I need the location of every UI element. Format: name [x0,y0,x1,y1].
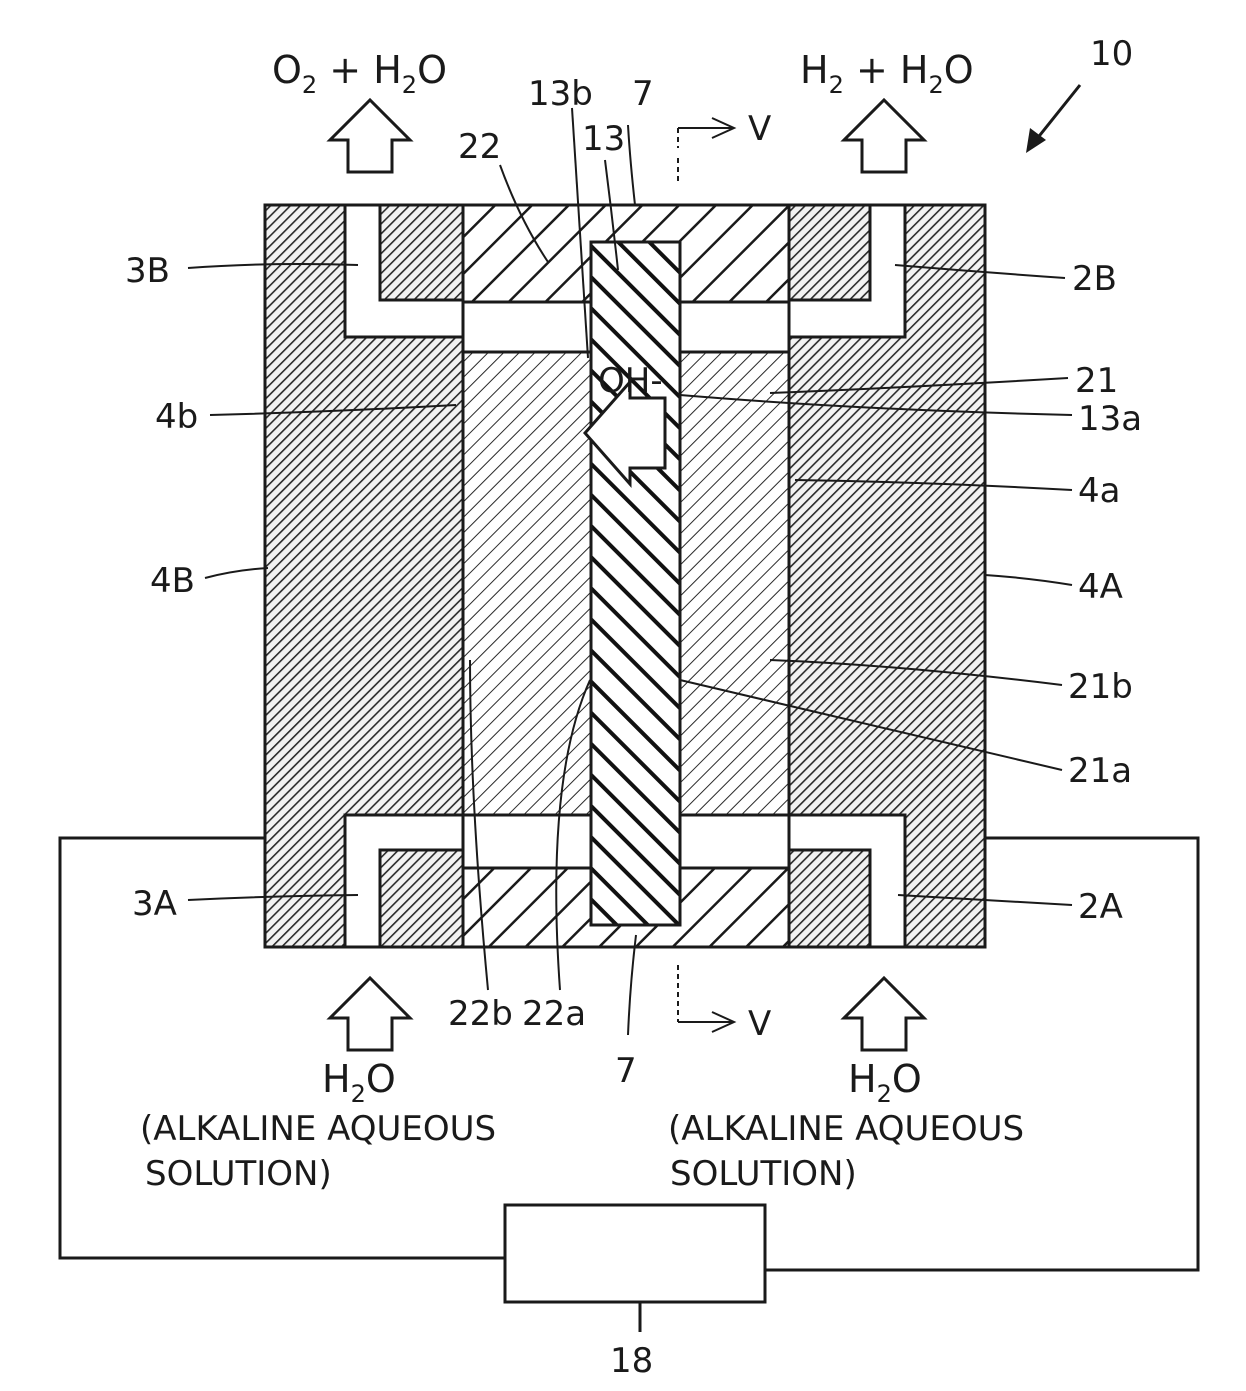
ion-label: OH- [598,361,663,401]
label-7-bottom: 7 [615,1051,637,1091]
label-2B: 2B [1072,259,1117,299]
label-13b: 13b [528,74,593,114]
inlet-left-line2: SOLUTION) [145,1154,332,1194]
label-22: 22 [458,127,501,167]
label-4a: 4a [1078,471,1120,511]
power-supply-box [505,1205,765,1302]
space-top-right [680,302,789,352]
outlet-arrow-left [330,100,410,172]
inlet-right-formula: H2O [848,1057,922,1108]
space-bottom-left [463,815,591,868]
separator-plate-4B [265,205,463,947]
label-7-top: 7 [632,74,654,114]
label-3A: 3A [132,884,177,924]
label-22a: 22a [522,994,586,1034]
label-22b: 22b [448,994,513,1034]
space-top-left [463,302,591,352]
inlet-right-line2: SOLUTION) [670,1154,857,1194]
label-3B: 3B [125,251,170,291]
section-line-top [678,118,734,185]
inlet-left-formula: H2O [322,1057,396,1108]
label-21b: 21b [1068,667,1133,707]
label-4B: 4B [150,561,195,601]
label-13: 13 [582,119,625,159]
membrane-13 [591,242,680,925]
separator-plate-4A [789,205,985,947]
label-2A: 2A [1078,887,1123,927]
section-marker-top: V [748,109,771,149]
label-10: 10 [1090,34,1133,74]
label-13a: 13a [1078,399,1142,439]
cathode-electrode-21 [680,352,789,815]
space-bottom-right [680,815,789,868]
label-4b: 4b [155,397,198,437]
anode-electrode-22 [463,352,591,815]
inlet-left-line1: (ALKALINE AQUEOUS [140,1109,496,1149]
outlet-arrow-right [844,100,924,172]
label-18: 18 [610,1341,653,1381]
inlet-right-line1: (ALKALINE AQUEOUS [668,1109,1024,1149]
outlet-right-formula: H2 + H2O [800,48,974,99]
outlet-left-formula: O2 + H2O [272,48,447,99]
inlet-arrow-right [844,978,924,1050]
label-4A: 4A [1078,567,1123,607]
reference-arrow-10 [1026,85,1080,153]
label-21: 21 [1075,361,1118,401]
label-21a: 21a [1068,751,1132,791]
inlet-arrow-left [330,978,410,1050]
section-marker-bottom: V [748,1004,771,1044]
section-line-bottom [678,965,734,1032]
